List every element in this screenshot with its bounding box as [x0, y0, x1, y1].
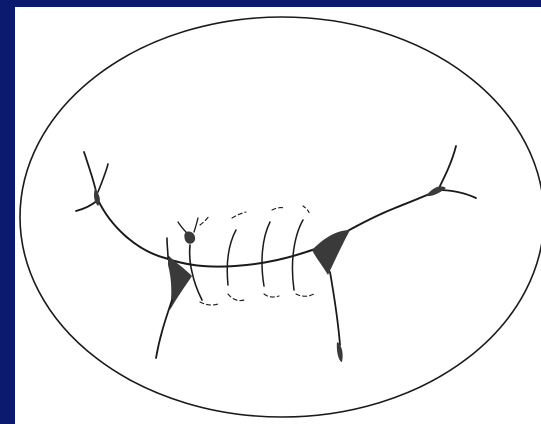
left-cell-stalk: [167, 238, 168, 258]
small-knob: [184, 231, 195, 243]
connecting-process: [98, 200, 318, 267]
right-branch-upper: [438, 146, 456, 190]
right-branch-lower: [438, 190, 476, 198]
cell-body-right: [312, 230, 350, 275]
oval-outline: [20, 17, 541, 417]
left-cell-descending-process: [156, 300, 172, 358]
right-branch-node: [426, 186, 446, 196]
left-branch-fork: [98, 164, 108, 192]
small-knob-stem-right: [194, 218, 198, 232]
right-cell-terminal: [337, 342, 343, 362]
small-knob-process: [190, 245, 202, 300]
right-cell-descending-process: [330, 272, 340, 345]
small-knob-stem-left: [178, 222, 186, 232]
left-branch-lower: [76, 200, 98, 211]
